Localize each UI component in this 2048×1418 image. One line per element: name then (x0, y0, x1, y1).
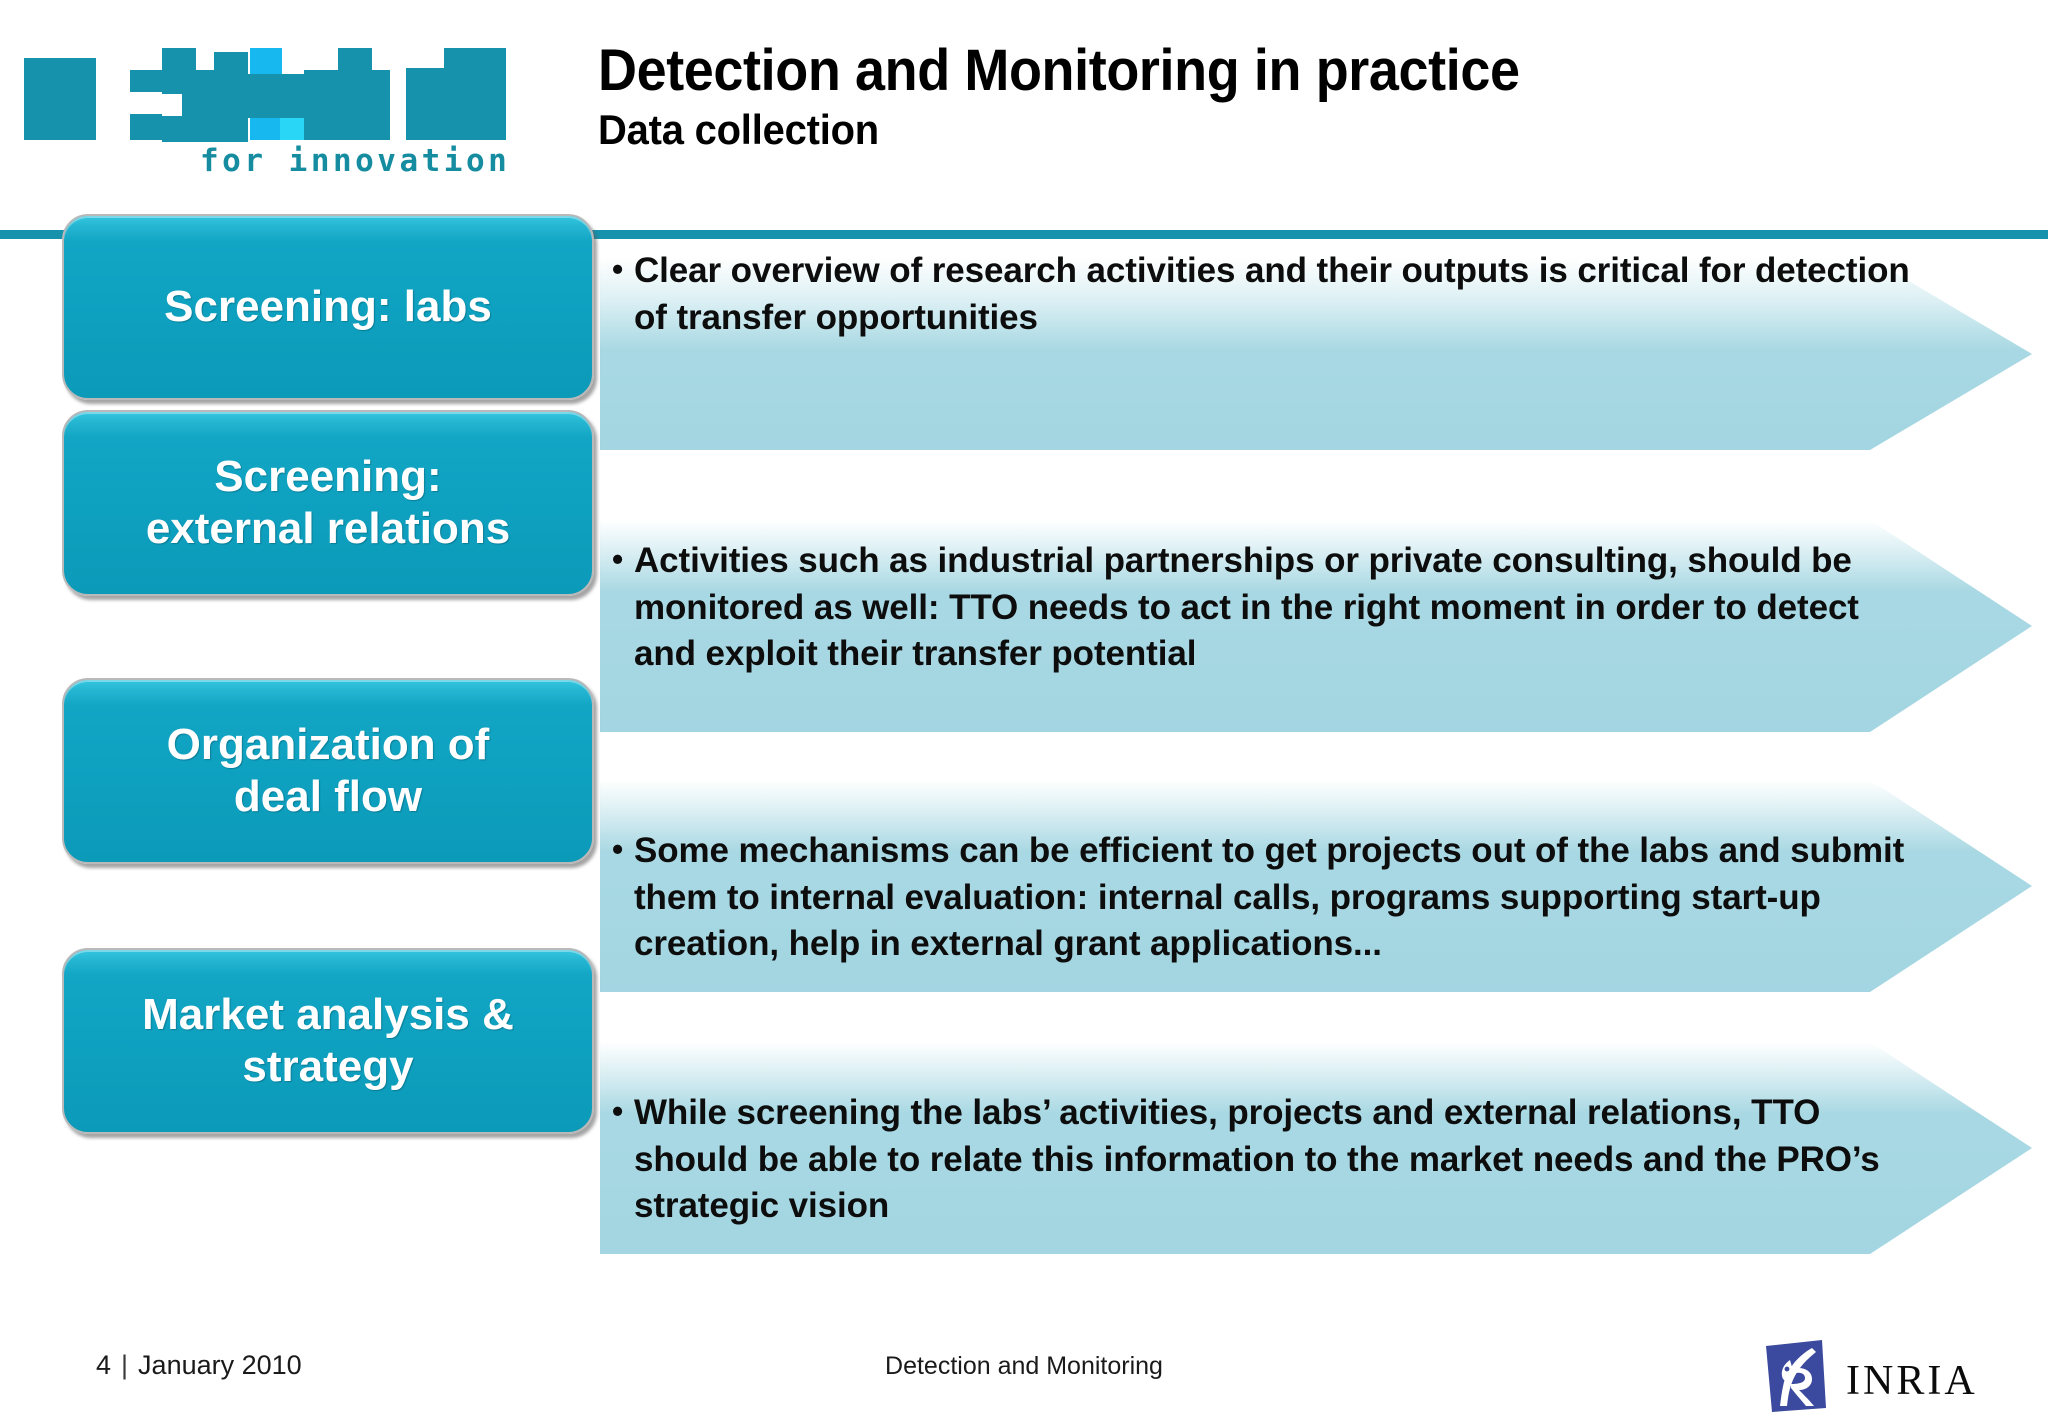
footer-separator: | (121, 1350, 129, 1380)
bullet-block: • Activities such as industrial partners… (612, 538, 1912, 678)
stage-label-line-1: Market analysis & (142, 990, 514, 1040)
stage-label-line-2: deal flow (233, 772, 423, 821)
bullet-item: • Some mechanisms can be efficient to ge… (612, 828, 1912, 968)
stage-label-text: Screening: external relations (132, 451, 524, 555)
page-number: 4 (96, 1350, 112, 1380)
slide-header: for innovation Detection and Monitoring … (0, 0, 2048, 239)
bullet-marker-icon: • (612, 251, 624, 287)
page-subtitle: Data collection (598, 106, 879, 154)
bullet-item: • Clear overview of research activities … (612, 248, 1912, 341)
bullet-marker-icon: • (612, 541, 624, 577)
bullet-text: While screening the labs’ activities, pr… (634, 1093, 1880, 1226)
content-row: Market analysis & strategy • While scree… (0, 948, 2048, 1254)
stage-label-text: Market analysis & strategy (128, 989, 528, 1093)
bullet-block: • Some mechanisms can be efficient to ge… (612, 828, 1912, 968)
bullet-marker-icon: • (612, 831, 624, 867)
stage-label-line-1: Organization of (166, 720, 490, 770)
page-title: Detection and Monitoring in practice (598, 38, 1520, 103)
stage-label-box[interactable]: Organization of deal flow (62, 678, 594, 864)
stage-label-text: Organization of deal flow (153, 719, 504, 823)
slide-footer: 4|January 2010 Detection and Monitoring … (0, 1330, 2048, 1418)
inria-logo: INRIA (1754, 1338, 2026, 1416)
title-block: Detection and Monitoring in practice Dat… (598, 40, 1998, 154)
stage-label-line-1: Screening: (214, 452, 442, 502)
stage-label-box[interactable]: Screening: labs (62, 214, 594, 400)
bullet-text: Some mechanisms can be efficient to get … (634, 831, 1905, 964)
bullet-item: • While screening the labs’ activities, … (612, 1090, 1912, 1230)
footer-deck-title: Detection and Monitoring (885, 1352, 1163, 1380)
arrow-banner (600, 258, 2032, 450)
stage-label-box[interactable]: Market analysis & strategy (62, 948, 594, 1134)
arrow-banner (600, 780, 2032, 992)
content-row: Organization of deal flow • Some mechani… (0, 678, 2048, 992)
logo-blocks-icon (18, 26, 548, 146)
for-innovation-logo: for innovation (18, 26, 548, 206)
bullet-marker-icon: • (612, 1093, 624, 1129)
arrow-banner (600, 1042, 2032, 1254)
bullet-block: • While screening the labs’ activities, … (612, 1090, 1912, 1230)
bullet-text: Activities such as industrial partnershi… (634, 541, 1859, 674)
logo-tagline: for innovation (200, 143, 511, 179)
stage-label-box[interactable]: Screening: external relations (62, 410, 594, 596)
bullet-item: • Activities such as industrial partners… (612, 538, 1912, 678)
stage-label-text: Screening: labs (164, 282, 492, 332)
inria-wordmark: INRIA (1846, 1358, 1978, 1404)
header-divider (0, 230, 2048, 239)
arrow-banner (600, 520, 2032, 732)
footer-date: January 2010 (138, 1350, 302, 1380)
bullet-block: • Clear overview of research activities … (612, 248, 1912, 341)
stage-label-line-2: external relations (145, 504, 511, 553)
content-row: Screening: labs • Clear overview of rese… (0, 214, 2048, 450)
stage-label-line-2: strategy (242, 1042, 414, 1091)
footer-page-info: 4 | January 2010 (96, 1350, 302, 1381)
content-row: Screening: external relations • Activiti… (0, 410, 2048, 732)
bullet-text: Clear overview of research activities an… (634, 251, 1910, 337)
